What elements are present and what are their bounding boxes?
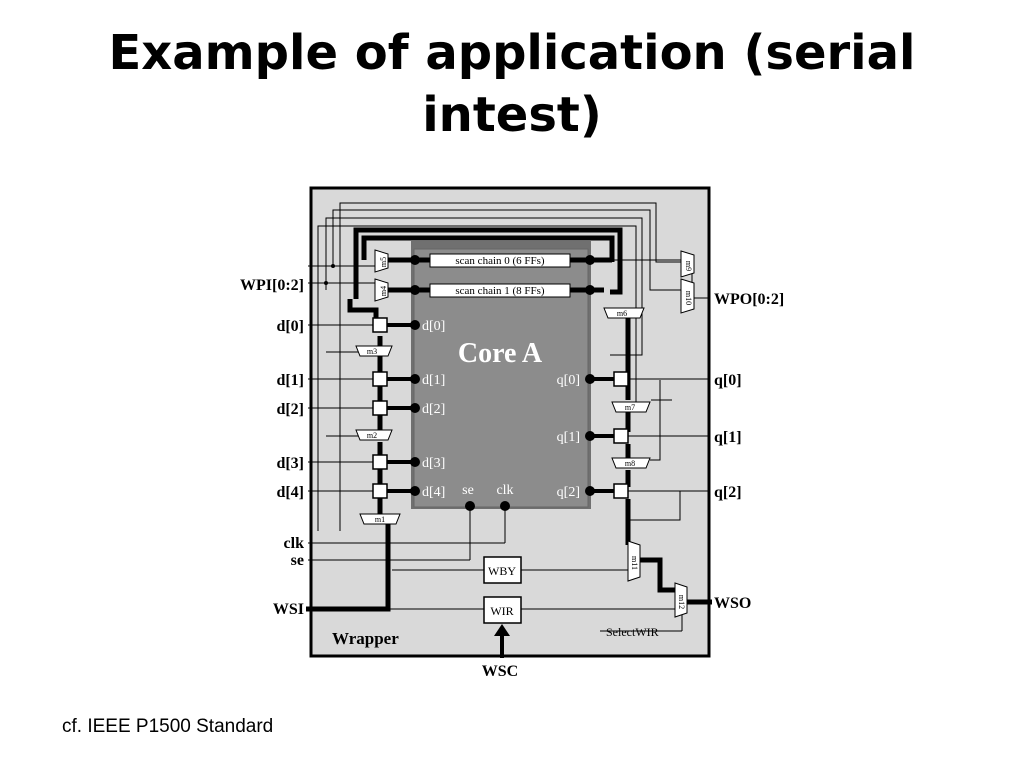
boundary-cells [372,317,629,499]
mux-m11 [627,540,641,582]
wrapper-label: Wrapper [332,629,399,648]
mux-m12 [674,582,688,618]
scan-chain-1-label: scan chain 1 (8 FFs) [455,285,545,297]
ext-output-q0: q[0] [714,372,742,389]
core-title: Core A [458,338,543,369]
core-input-d3: d[3] [422,456,445,471]
mux-m12-label: m12 [677,595,686,609]
ext-input-d2: d[2] [276,401,304,418]
slide-title-line-1: Example of application (serial [108,25,916,81]
mux-m5-label: m5 [379,257,388,267]
multiplexers [355,249,695,618]
mux-m4 [374,278,389,302]
mux-m3 [355,345,393,357]
mux-m2-label: m2 [367,431,377,440]
wsc-arrowhead [494,624,510,636]
mux-m9-label: m9 [684,261,693,271]
core-output-q2: q[2] [557,485,580,500]
mux-m1 [359,513,401,525]
ext-input-d3: d[3] [276,455,304,472]
slide-title: Example of application (serial intest) [0,22,1024,146]
wsc-label: WSC [482,663,518,680]
core-input-d2: d[2] [422,402,445,417]
slide-title-line-2: intest) [422,87,602,143]
mux-m6 [603,307,645,319]
mux-m10 [680,278,695,314]
ext-output-q2: q[2] [714,484,742,501]
ext-input-d4: d[4] [276,484,304,501]
core-output-q0: q[0] [557,373,580,388]
select-wir-label: SelectWIR [606,625,659,639]
clk-label: clk [284,535,305,552]
scan-chain-0-box [429,253,571,268]
se-label: se [291,552,304,569]
wby-label: WBY [488,564,516,578]
mux-m11-label: m11 [630,556,639,570]
port-dots [324,255,595,511]
core-se-label: se [462,483,474,498]
mux-m1-label: m1 [375,515,385,524]
mux-m7-label: m7 [625,403,635,412]
wso-label: WSO [714,595,751,612]
scan-chain-1-box [429,283,571,298]
thick-scan-paths [306,227,712,612]
scan-chain-0-label: scan chain 0 (6 FFs) [455,255,545,267]
mux-m4-label: m4 [379,286,388,296]
mux-labels: m5 m4 m3 m2 m1 m6 m7 m8 m9 m10 m11 m12 [367,257,693,609]
mux-m2 [355,429,393,441]
mux-m9 [680,250,695,278]
wpo-label: WPO[0:2] [714,291,784,308]
core-input-d0: d[0] [422,319,445,334]
mux-m6-label: m6 [617,309,627,318]
citation: cf. IEEE P1500 Standard [62,716,274,737]
core-clk-label: clk [496,483,513,498]
ext-input-d1: d[1] [276,372,304,389]
wir-box [483,596,522,624]
core-input-d1: d[1] [422,373,445,388]
mux-m8 [611,457,651,469]
wsi-label: WSI [273,601,304,618]
wby-box [483,556,522,584]
wpi-label: WPI[0:2] [240,277,304,294]
mux-m7 [611,401,651,413]
ext-input-d0: d[0] [276,318,304,335]
core-output-q1: q[1] [557,430,580,445]
core-input-d4: d[4] [422,485,445,500]
mux-m10-label: m10 [684,291,693,305]
mux-m3-label: m3 [367,347,377,356]
mux-m5 [374,249,389,273]
mux-m8-label: m8 [625,459,635,468]
wir-label: WIR [490,604,513,618]
ext-output-q1: q[1] [714,429,742,446]
